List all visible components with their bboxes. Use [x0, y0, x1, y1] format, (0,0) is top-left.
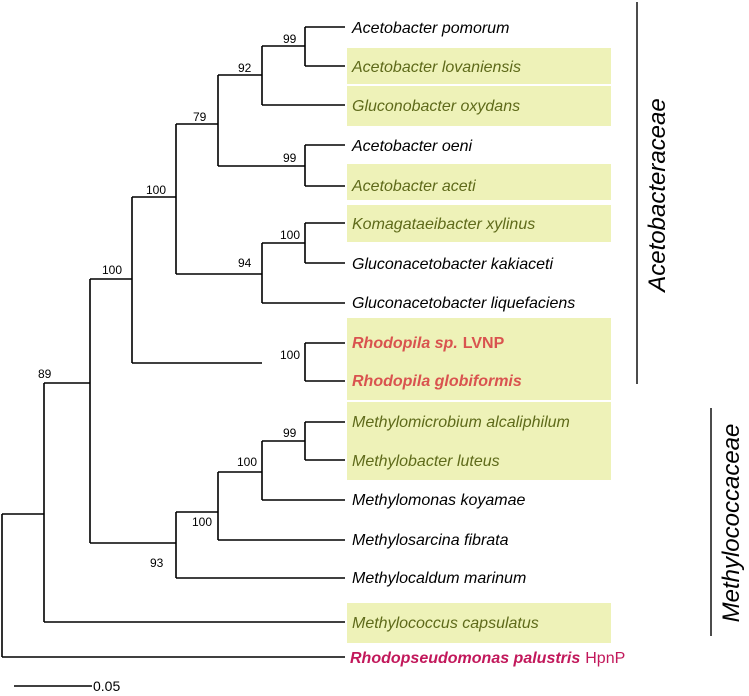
branch-node-100-rhodopila — [304, 342, 345, 382]
highlight-komagataeibacter-xylinus — [347, 205, 611, 242]
highlight-boxes — [347, 48, 611, 643]
highlight-methylo-pair — [347, 402, 611, 480]
taxon-acetobacter-lovaniensis: Acetobacter lovaniensis — [351, 59, 521, 76]
branch-node-100-aceto — [131, 196, 262, 364]
highlight-rhodopila — [347, 318, 611, 400]
taxon-gluconacetobacter-liquefaciens: Gluconacetobacter liquefaciens — [352, 295, 575, 312]
scale-bar-label: 0.05 — [93, 678, 120, 694]
branch-node-93 — [175, 511, 345, 579]
taxon-rhodopila-globiformis: Rhodopila globiformis — [352, 373, 522, 390]
taxon-acetobacter-pomorum: Acetobacter pomorum — [351, 20, 509, 37]
bootstrap-label: 100 — [280, 228, 300, 242]
branch-node-100-upper — [175, 123, 262, 275]
taxon-rhodopseudomonas-palustris-name: Rhodopseudomonas palustris — [350, 650, 580, 667]
bootstrap-label: 92 — [238, 61, 252, 75]
taxon-methylomicrobium-alcaliphilum: Methylomicrobium alcaliphilum — [352, 414, 570, 431]
taxon-methylococcus-capsulatus: Methylococcus capsulatus — [352, 615, 539, 632]
branch-root — [1, 513, 345, 658]
branch-node-99-oeni — [304, 144, 345, 187]
taxon-acetobacter-aceti: Acetobacter aceti — [351, 178, 476, 195]
highlight-acetobacter-aceti — [347, 164, 611, 200]
branch-node-92 — [261, 45, 345, 106]
bootstrap-label: 89 — [38, 367, 52, 381]
taxon-labels: Acetobacter pomorum Acetobacter lovanien… — [350, 20, 625, 667]
taxon-rhodopseudomonas-palustris: Rhodopseudomonas palustris HpnP — [350, 650, 625, 667]
taxon-gluconacetobacter-kakiaceti: Gluconacetobacter kakiaceti — [352, 256, 553, 273]
taxon-gluconobacter-oxydans: Gluconobacter oxydans — [352, 98, 520, 115]
taxon-rhodopseudomonas-palustris-protein: HpnP — [585, 650, 625, 667]
bootstrap-label: 100 — [146, 183, 166, 197]
bootstrap-label: 94 — [238, 256, 252, 270]
branch-node-100-methylo-inner — [261, 440, 345, 501]
taxon-rhodopila-sp-strain: LVNP — [463, 335, 505, 352]
taxon-rhodopila-sp-name: Rhodopila sp. — [352, 335, 458, 352]
group-annotations: Acetobacteraceae Methylococcaceae — [636, 2, 745, 636]
bootstrap-label: 99 — [283, 426, 297, 440]
taxon-methylomonas-koyamae: Methylomonas koyamae — [352, 492, 526, 509]
highlight-methylococcus-capsulatus — [347, 603, 611, 643]
branch-node-94 — [261, 242, 345, 304]
bootstrap-label: 79 — [193, 110, 207, 124]
branch-node-89 — [43, 382, 345, 623]
taxon-methylosarcina-fibrata: Methylosarcina fibrata — [352, 532, 509, 549]
group-label-acetobacteraceae: Acetobacteraceae — [644, 98, 671, 293]
bootstrap-label: 100 — [280, 348, 300, 362]
branch-node-99-methylo — [304, 421, 345, 461]
branch-node-100-xylinus — [304, 222, 345, 264]
branch-node-99-top — [304, 26, 345, 67]
highlight-gluconobacter-oxydans — [347, 86, 611, 126]
taxon-methylocaldum-marinum: Methylocaldum marinum — [352, 570, 526, 587]
bootstrap-label: 99 — [283, 151, 297, 165]
taxon-acetobacter-oeni: Acetobacter oeni — [351, 138, 473, 155]
highlight-acetobacter-lovaniensis — [347, 48, 611, 84]
bootstrap-label: 100 — [102, 263, 122, 277]
taxon-methylobacter-luteus: Methylobacter luteus — [352, 453, 500, 470]
bootstrap-values: 99 92 79 99 100 100 94 100 100 89 99 100… — [38, 32, 300, 570]
tree-branches — [1, 26, 345, 658]
taxon-komagataeibacter-xylinus: Komagataeibacter xylinus — [352, 216, 535, 233]
branch-node-100-main — [89, 278, 176, 544]
bootstrap-label: 100 — [237, 455, 257, 469]
bootstrap-label: 100 — [192, 515, 212, 529]
scale-bar: 0.05 — [14, 678, 120, 694]
branch-node-79 — [217, 74, 305, 167]
bootstrap-label: 93 — [150, 556, 164, 570]
branch-node-100-methylo-outer — [217, 471, 345, 541]
bootstrap-label: 99 — [283, 32, 297, 46]
taxon-rhodopila-sp: Rhodopila sp. LVNP — [352, 335, 505, 352]
group-label-methylococcaceae: Methylococcaceae — [718, 424, 745, 623]
